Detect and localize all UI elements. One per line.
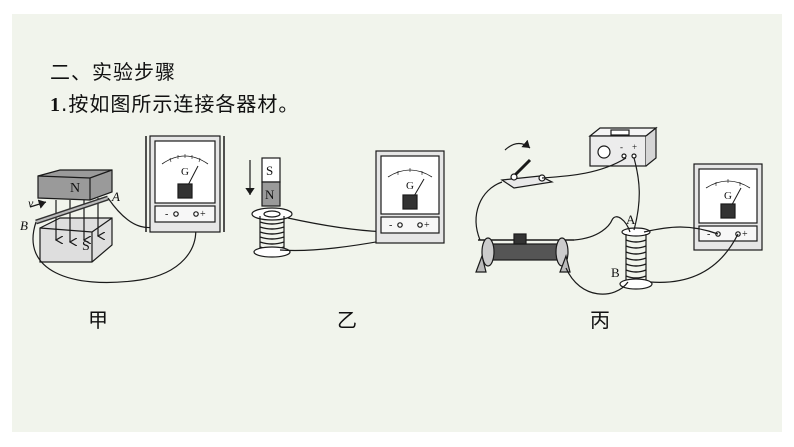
conductor-rod: [35, 195, 109, 225]
rod-end-b-label: B: [20, 218, 28, 233]
meter-2-plus: +: [424, 220, 430, 231]
figure-yi: S N G - +: [245, 150, 445, 332]
meter-1-plus: +: [200, 209, 206, 220]
coil-bing: [619, 227, 653, 290]
magnet-lower-s: S: [39, 217, 113, 263]
wire-switch-source: [541, 157, 627, 179]
galvanometer-2: G - +: [375, 150, 445, 244]
caption-bing: 丙: [590, 308, 610, 332]
bar-magnet-n-label: N: [265, 187, 275, 202]
step-instruction: 1.按如图所示连接各器材。: [50, 88, 299, 117]
rheostat: [475, 233, 574, 273]
power-supply: - +: [588, 126, 658, 167]
magnet-s-label: S: [82, 239, 90, 254]
galvanometer-1: G - +: [145, 135, 225, 233]
meter-3-plus: +: [742, 229, 748, 240]
rod-end-a-label: A: [111, 189, 120, 204]
source-minus: -: [620, 142, 623, 152]
galvanometer-3: G - +: [693, 163, 763, 251]
caption-jia: 甲: [88, 308, 108, 332]
step-number: 1: [50, 94, 61, 116]
coil-yi: [251, 207, 293, 258]
wire-coil-meter-a: [643, 226, 719, 235]
meter-2-minus: -: [389, 220, 392, 231]
section-title: 二、实验步骤: [50, 60, 176, 84]
wire-source-coil: [633, 157, 640, 231]
step-text: .按如图所示连接各器材。: [61, 92, 300, 116]
wire-b: [32, 221, 197, 284]
bar-magnet: S N: [261, 157, 281, 207]
figure-bing: - + A B: [475, 126, 763, 332]
wire-switch-rheostat: [475, 181, 503, 241]
meter-2-label: G: [406, 180, 414, 192]
caption-yi: 乙: [337, 308, 357, 332]
coil-end-b-label: B: [611, 265, 620, 280]
velocity-arrow: [29, 199, 47, 209]
magnet-n-label: N: [70, 181, 80, 196]
magnet-upper-n: N: [37, 169, 113, 201]
figure-jia: N S v B A: [20, 135, 225, 332]
wire-rheostat-loop: [565, 267, 629, 295]
wire-coil-meter-b: [649, 233, 739, 283]
wire-rheostat-coil: [573, 216, 631, 241]
coil-end-a-label: A: [626, 212, 636, 227]
source-plus: +: [632, 142, 637, 152]
velocity-label: v: [28, 196, 34, 210]
meter-1-minus: -: [165, 209, 168, 220]
meter-3-minus: -: [707, 229, 710, 240]
bar-magnet-s-label: S: [266, 163, 273, 178]
meter-3-label: G: [724, 190, 732, 202]
meter-1-label: G: [181, 166, 189, 178]
knife-switch: [500, 139, 554, 189]
